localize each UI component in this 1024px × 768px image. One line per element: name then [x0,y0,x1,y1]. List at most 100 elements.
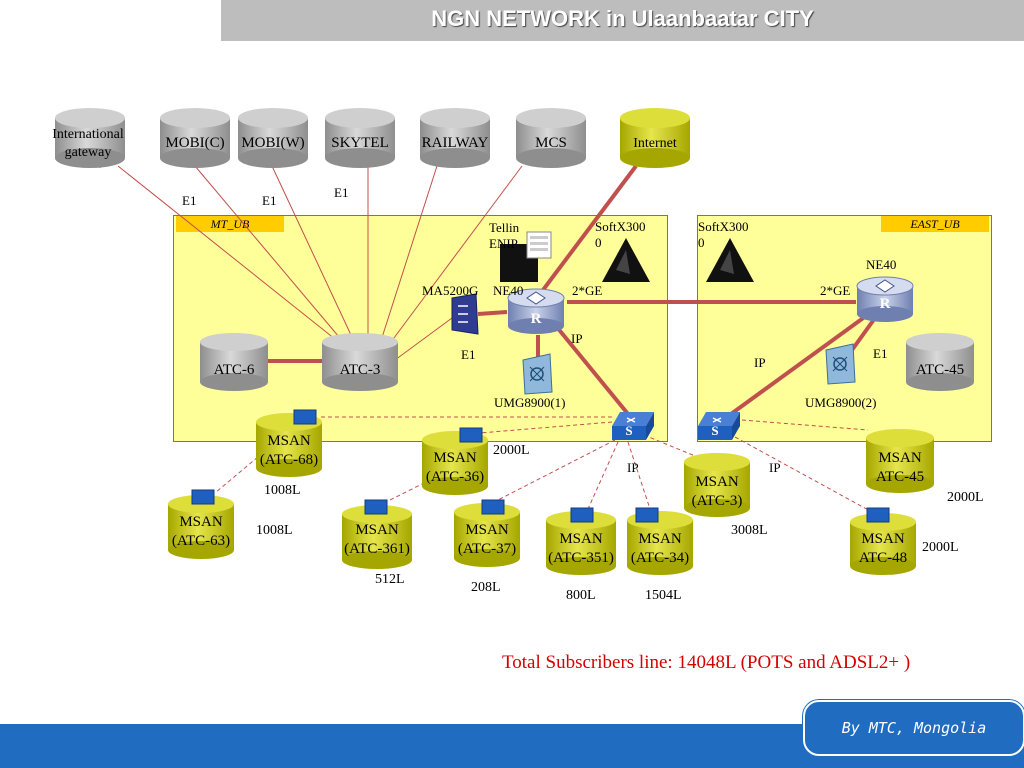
count-3: 3008L [731,523,768,538]
backbone-links [268,164,877,416]
softx-left-icon [602,238,650,282]
label-skytel: SKYTEL [331,135,389,151]
link-ne40-switch-left [554,324,630,416]
label-railway: RAILWAY [421,135,489,151]
label-e1-a: E1 [182,193,197,208]
label-e1-e: E1 [873,346,888,361]
count-68: 1008L [264,483,301,498]
zone-mt-ub: MT_UB [173,215,668,442]
msan-switch-361 [364,499,388,515]
count-34: 1504L [645,588,682,603]
label-msan-34: MSAN(ATC-34) [630,531,690,566]
label-msan-361: MSAN(ATC-361) [344,522,410,557]
link-ma5200g-atc3 [394,317,453,361]
link-mobic-atc3 [194,165,351,351]
link-sw-m36 [479,421,613,434]
link-railway-atc3 [377,165,438,351]
node-intl [55,108,125,168]
label-ip-a: IP [571,331,583,346]
label-atc45: ATC-45 [915,362,965,378]
link-sw-m3 [643,434,701,459]
credit-badge: By MTC, Mongolia [803,700,1024,756]
count-48: 2000L [922,540,959,555]
label-internet: Internet [633,136,677,151]
label-atc6: ATC-6 [213,362,255,378]
link-ne40r-umg2 [850,316,877,352]
label-umg1: UMG8900(1) [494,395,566,410]
link-ma5200g-ne40 [477,310,508,316]
label-msan-3: MSAN(ATC-3) [691,474,743,509]
link-sw2-m48 [734,436,873,513]
msan-atc361 [342,505,412,569]
label-e1-b: E1 [262,193,277,208]
total-subscribers: Total Subscribers line: 14048L (POTS and… [502,652,911,673]
msan-atc37 [454,503,520,567]
msan-atc36 [422,431,488,495]
link-ne40r-switch-right [729,314,868,416]
count-45: 2000L [947,490,984,505]
count-37: 208L [471,580,501,595]
msan-switch-63 [191,489,215,505]
link-sw-m37 [497,439,616,501]
label-mcs: MCS [535,135,567,151]
zone-east-ub-label: EAST_UB [881,216,989,232]
label-ip-c: IP [627,460,639,475]
msan-atc48 [850,513,916,575]
switch-right-icon [698,412,740,440]
umg1-icon [522,353,553,395]
label-msan-68: MSAN(ATC-68) [259,433,319,468]
atc-nodes [200,333,974,391]
router-left-icon [507,288,565,334]
router-right-icon [856,276,914,322]
label-ne40-right: NE40 [866,257,897,272]
count-361: 512L [375,572,405,587]
label-ge-left: 2*GE [572,283,603,298]
count-351: 800L [566,588,596,603]
label-msan-37: MSAN(ATC-37) [457,522,517,557]
msan-switch-37 [481,499,505,515]
link-intl-atc3 [117,165,356,356]
label-umg2: UMG8900(2) [805,395,877,410]
label-e1-c: E1 [334,185,349,200]
page-title: NGN NETWORK in Ulaanbaatar CITY [431,6,814,31]
node-mobiw [238,108,308,168]
count-36: 2000L [493,443,530,458]
msan-switch-34 [635,507,659,523]
zone-mt-ub-label: MT_UB [176,216,284,232]
link-m36-m361 [379,469,451,506]
link-sw-m34 [627,441,651,510]
link-mobiw-atc3 [271,165,359,351]
node-atc3 [322,333,398,391]
label-ge-right: 2*GE [820,283,851,298]
msan-atc63 [168,495,234,559]
node-internet [620,108,690,168]
umg2-icon [825,343,856,385]
switch-left-icon [612,412,654,440]
msan-switch-68 [293,409,317,425]
link-internet-ne40 [541,164,638,292]
link-mcs-atc3 [384,165,523,351]
msan-switch-351 [570,507,594,523]
title-bar: NGN NETWORK in Ulaanbaatar CITY [221,0,1024,41]
label-ma5200g: MA5200G [422,283,479,298]
label-msan-36: MSAN(ATC-36) [425,450,485,485]
msan-switch-icons [191,409,890,523]
label-msan-63: MSAN(ATC-63) [171,514,231,549]
label-ne40-left: NE40 [493,283,524,298]
node-atc45 [906,333,974,391]
label-mobic: MOBI(C) [165,135,225,151]
top-nodes [55,108,690,168]
ma5200g-icon [451,293,479,335]
upstream-e1-links [99,165,523,361]
router-right-letter: R [879,296,891,312]
msan-atc3 [684,453,750,517]
node-skytel [325,108,395,168]
label-ip-b: IP [754,355,766,370]
link-sw-m351 [587,441,619,510]
count-63: 1008L [256,523,293,538]
